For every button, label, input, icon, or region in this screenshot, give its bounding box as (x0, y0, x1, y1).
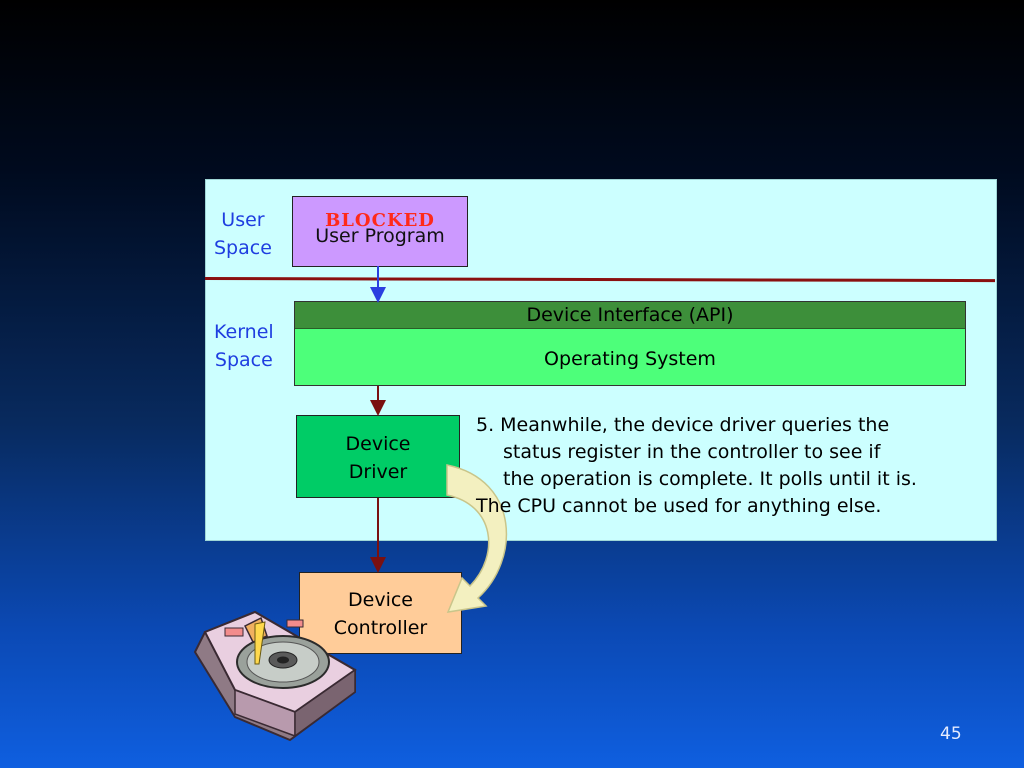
device-driver-line1: Device (345, 433, 411, 455)
operating-system-label: Operating System (544, 348, 716, 370)
kernel-space-label-line2: Space (214, 349, 273, 371)
user-program-box: BLOCKED User Program (292, 196, 468, 267)
device-controller-line1: Device (348, 589, 413, 611)
curved-arrow-icon (446, 464, 508, 613)
kernel-space-label: Kernel Space (214, 318, 274, 374)
device-driver-line2: Driver (348, 461, 408, 483)
user-space-label-line2: Space (214, 237, 272, 259)
hard-disk-icon (193, 610, 357, 742)
kernel-space-label-line1: Kernel (214, 321, 274, 343)
device-interface-api-bar: Device Interface (API) (295, 302, 965, 329)
polling-note: 5. Meanwhile, the device driver queries … (476, 412, 986, 520)
device-driver-box: Device Driver (296, 415, 460, 498)
note-line: status register in the controller to see… (503, 441, 881, 463)
operating-system-box: Device Interface (API) Operating System (294, 301, 966, 386)
device-controller-box: Device Controller (299, 572, 462, 654)
user-space-label: User Space (214, 206, 272, 262)
note-line: The CPU cannot be used for anything else… (476, 495, 882, 517)
user-program-label: User Program (315, 225, 445, 247)
page-number: 45 (940, 724, 962, 744)
note-line: 5. Meanwhile, the device driver queries … (476, 414, 890, 436)
blocked-label: BLOCKED (325, 210, 435, 231)
note-line: the operation is complete. It polls unti… (503, 468, 917, 490)
device-controller-line2: Controller (333, 617, 428, 639)
user-space-label-line1: User (221, 209, 265, 231)
